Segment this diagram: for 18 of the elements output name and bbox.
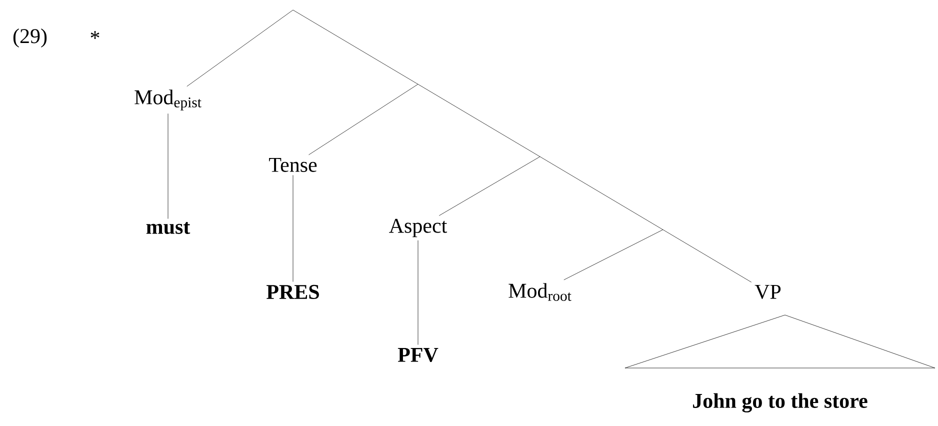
category-label: Tense [269,158,317,172]
asterisk: * [90,31,100,39]
feature-label: PFV [398,348,438,362]
node-label: John go to the store [693,393,868,412]
category-label: Mod$_{epist}$ [134,90,202,110]
tree-branch [292,10,752,282]
category-label: Mod$_{root}$ [508,283,572,301]
feature-label: PRES [266,284,319,300]
tree-branch [292,174,294,282]
category-label: VP [754,284,781,300]
tree-branch [308,84,418,156]
word: must [146,222,190,234]
tree-branch [564,229,664,280]
tree-branch [438,156,540,216]
tree-branch [186,10,294,87]
example-number: (29) [13,28,47,48]
triangle-node: John go to the store [624,314,936,412]
category-label: Aspect [389,218,448,238]
